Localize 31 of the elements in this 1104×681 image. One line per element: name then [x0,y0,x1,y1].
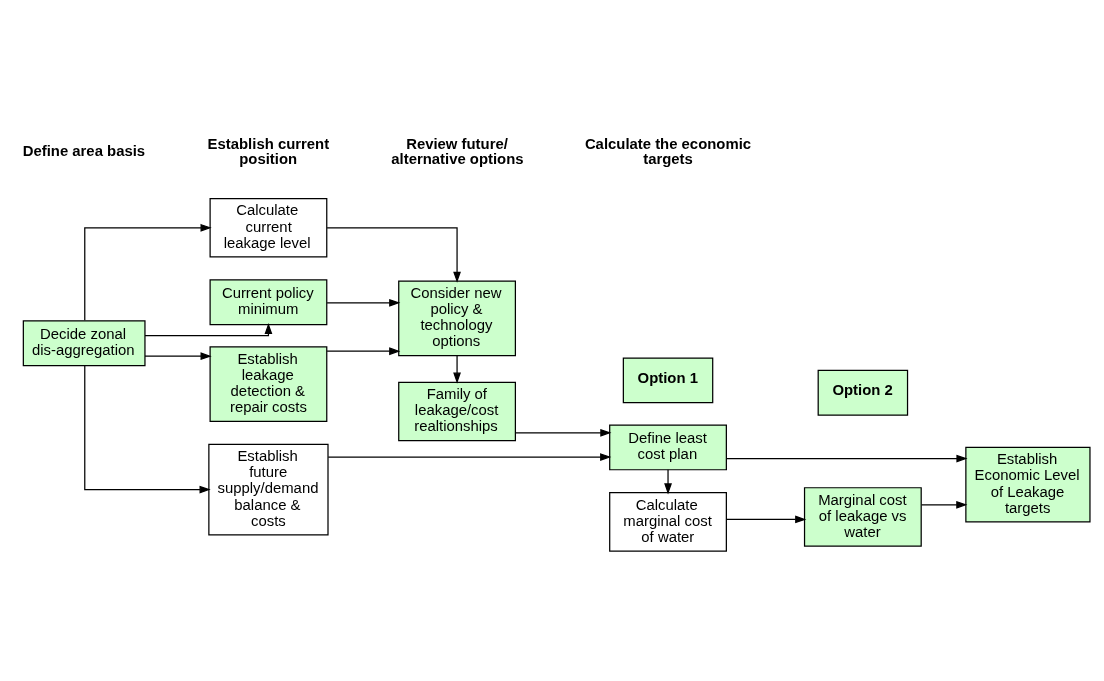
label: Calculate the economic targets [584,135,752,167]
arrow [84,223,212,321]
arrow [326,298,401,307]
arrow [326,226,461,283]
node-box: Family of leakage/cost realtionships [398,381,516,441]
node-box: Define least cost plan [609,423,727,470]
arrow [326,346,401,355]
label: Review future/ alternative options [391,135,524,167]
node-box: Establish leakage detection & repair costs [209,345,328,422]
node-box: Decide zonal dis-aggregation [22,319,146,366]
node-box: Establish Economic Level of Leakage targets [965,446,1091,522]
node-box: Calculate marginal cost of water [609,491,727,552]
node-box: Option 2 [817,369,909,416]
node-box: Option 1 [622,356,714,403]
node-box: Establish future supply/demand balance & costs [208,443,329,535]
node-box: Marginal cost of leakage vs water [803,486,922,547]
arrow [84,364,211,494]
arrow [327,452,612,461]
node-box: Current policy minimum [209,278,328,325]
arrow [144,322,273,336]
node-box: Consider new policy & technology options [398,280,516,356]
arrow [726,454,968,462]
label: Establish current position [207,135,330,167]
arrow [920,500,968,509]
arrow [453,354,461,384]
node-box: Calculate current leakage level [209,197,328,258]
label: Define area basis [22,142,146,159]
arrow [515,428,612,437]
arrow [664,468,672,495]
arrow [144,351,212,360]
arrow [725,514,807,523]
